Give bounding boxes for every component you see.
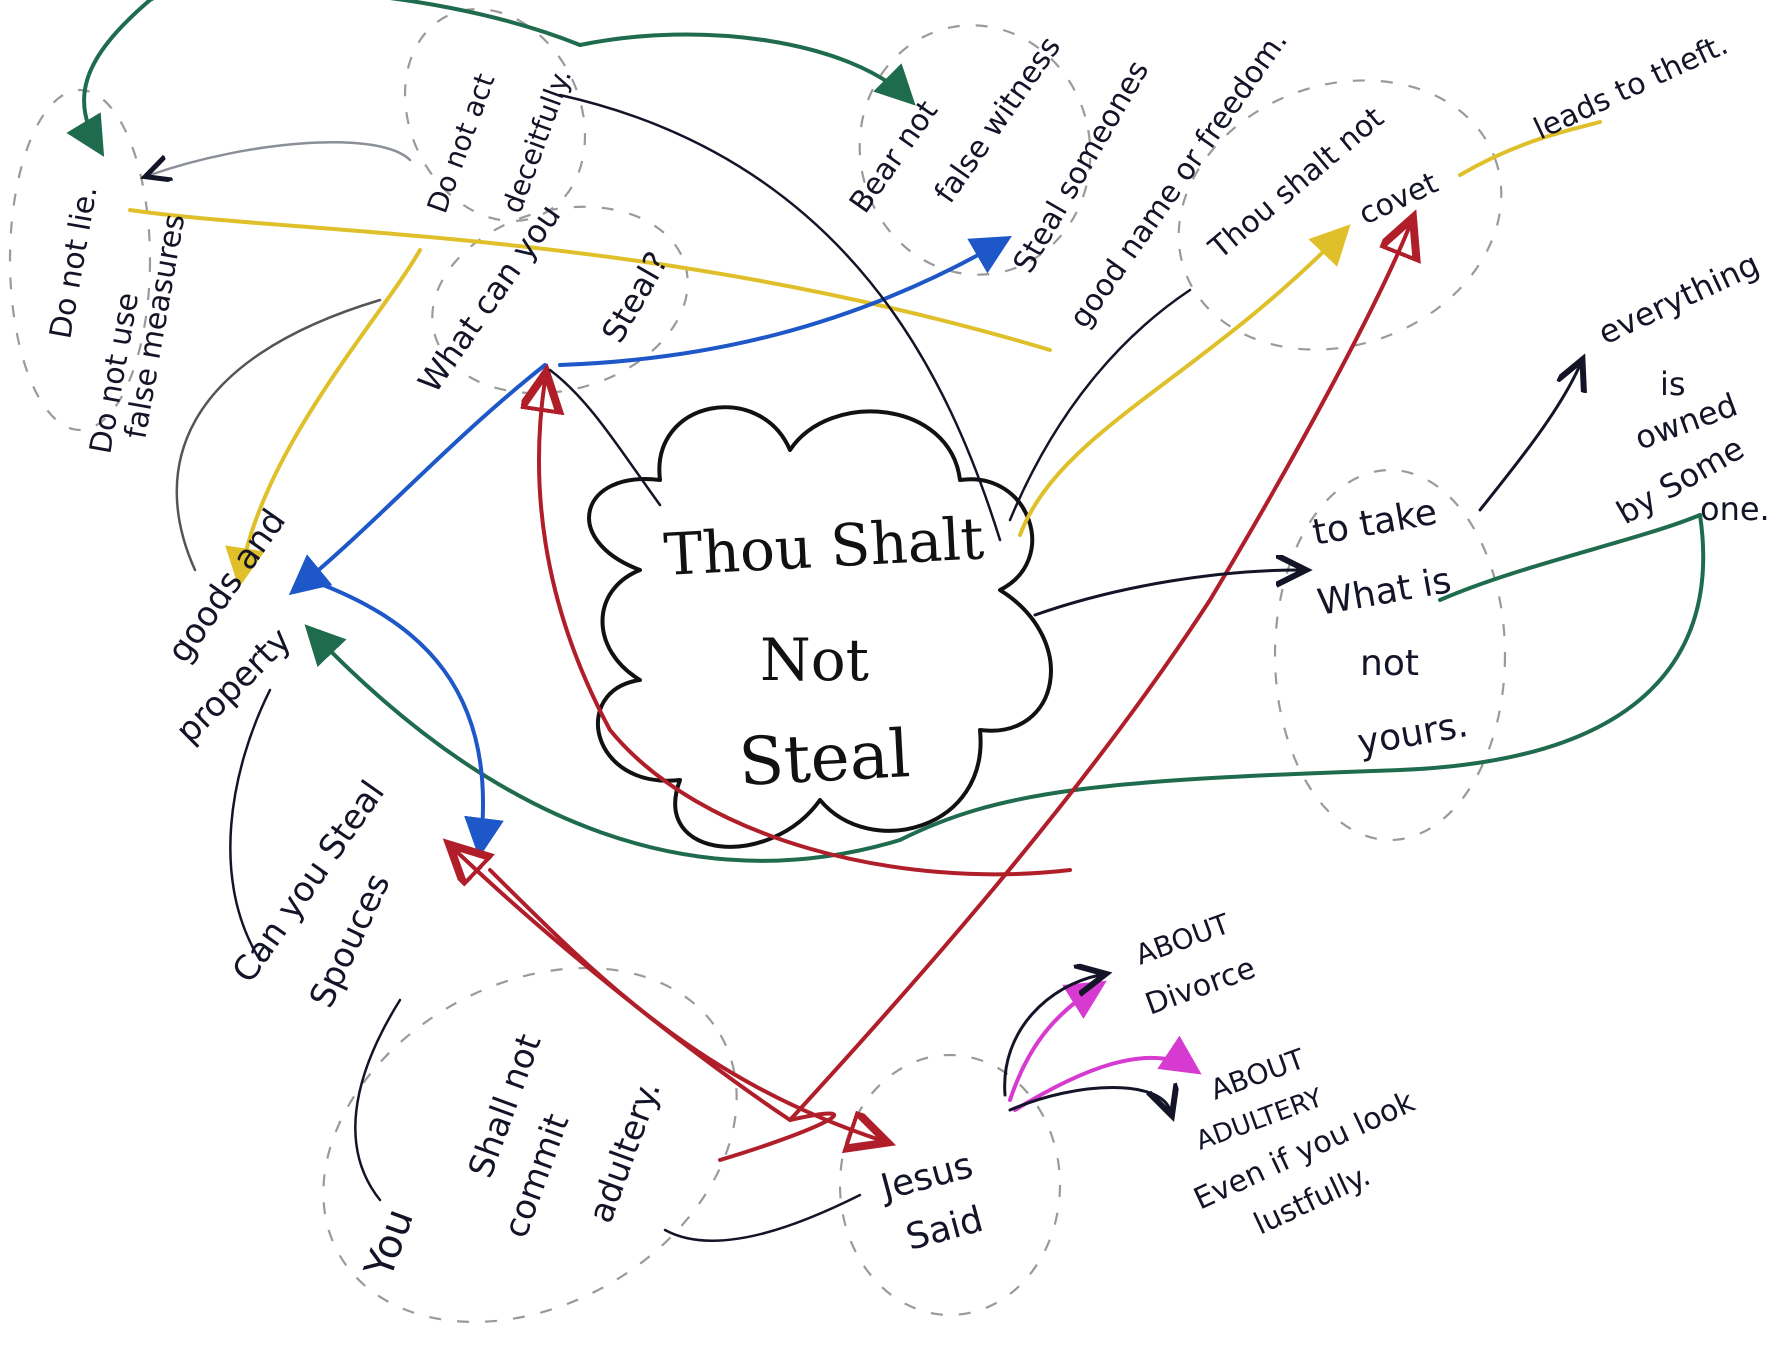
- black-link-totake-everything: [1478, 365, 1580, 512]
- magenta-link-divorce: [1008, 980, 1107, 1102]
- node-one: one.: [1700, 490, 1770, 528]
- node-good-name: good name or freedom.: [1063, 24, 1295, 334]
- black-link-center-deceit: [558, 93, 1002, 542]
- node-bear-not: Bear not: [843, 94, 945, 219]
- yellow-link-covet: [1018, 224, 1351, 537]
- bubble-to-take: [1273, 468, 1507, 842]
- center-cloud: [587, 405, 1053, 849]
- node-leads-to-theft: leads to theft.: [1529, 27, 1734, 147]
- blue-link-center-witness: [558, 235, 1012, 367]
- black-link-adultery: [1008, 1088, 1170, 1111]
- node-not: not: [1360, 643, 1419, 684]
- bubble-do-not-lie: [8, 88, 152, 432]
- yellow-link-leads-theft: [1458, 120, 1602, 177]
- center-title-line3: Steal: [737, 715, 912, 801]
- blue-link-goods-spouces: [308, 578, 504, 858]
- node-steal-q: Steal?: [594, 245, 676, 349]
- yellow-link-false-measures: [128, 208, 1052, 352]
- black-link-goods-spouces: [229, 688, 272, 962]
- red-link-center-loop: [539, 380, 1072, 877]
- red-link-adultery-spouces: [455, 850, 837, 1162]
- bubble-adultery: [322, 966, 738, 1324]
- node-everything: everything: [1592, 245, 1765, 352]
- node-jesus: Jesus: [875, 1145, 977, 1209]
- center-title-line1: Thou Shalt: [662, 504, 985, 589]
- bubble-jesus-said: [838, 1053, 1062, 1317]
- black-link-adultery-jesus: [663, 1193, 862, 1242]
- green-link-deceit-lie: [66, 0, 582, 157]
- black-link-center-totake: [1033, 570, 1300, 617]
- node-yours: yours.: [1354, 704, 1471, 764]
- node-said: Said: [902, 1199, 988, 1259]
- yellow-link-goods: [225, 248, 422, 588]
- node-to-take: to take: [1309, 492, 1440, 554]
- magenta-link-adultery: [1013, 1035, 1202, 1112]
- green-link-owned-whatis: [1438, 513, 1702, 602]
- black-link-center-thoushalt: [1008, 288, 1192, 522]
- black-link-center-whatcan: [548, 368, 662, 507]
- node-what-is: What is: [1314, 560, 1454, 624]
- grey-link-goods-whatcan: [175, 298, 382, 572]
- blue-link-whatcan-goods: [288, 363, 547, 596]
- bubble-covet: [1177, 79, 1503, 351]
- node-adultery: adultery.: [581, 1076, 669, 1229]
- red-link-jesus-covet: [788, 225, 1410, 1122]
- node-you: You: [356, 1203, 423, 1284]
- green-link-owned-property: [304, 513, 1706, 863]
- black-link-divorce: [1003, 975, 1100, 1097]
- black-link-spouces-you: [354, 998, 402, 1202]
- node-what-can: What can you: [410, 197, 568, 400]
- center-title-line2: Not: [760, 626, 869, 694]
- green-link-deceit-bear: [578, 32, 916, 106]
- node-do-not-lie: Do not lie.: [43, 183, 104, 341]
- node-covet: covet: [1354, 165, 1444, 232]
- node-do-not-act: Do not act: [421, 69, 502, 217]
- grey-link-deceit-measures: [150, 140, 412, 175]
- node-is: is: [1660, 365, 1686, 403]
- red-link-spouces-jesus: [488, 868, 880, 1140]
- bubble-bear-not: [858, 24, 1092, 276]
- node-false-witness: false witness: [928, 30, 1068, 209]
- bubble-do-not-act: [403, 7, 587, 223]
